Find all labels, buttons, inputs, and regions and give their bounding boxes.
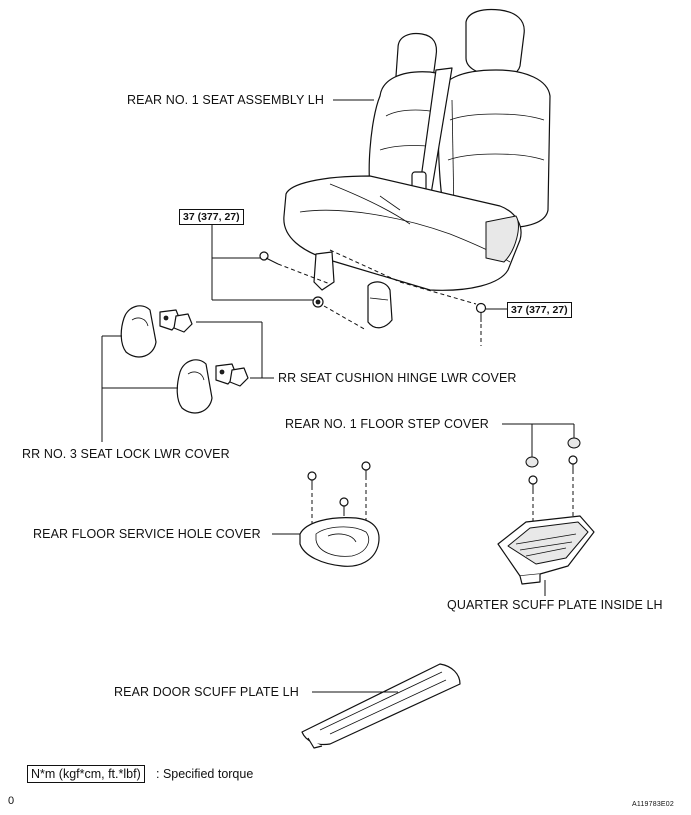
torque-right-box: 37 (377, 27)	[507, 302, 572, 318]
service-hole-cover-drawing	[299, 517, 380, 567]
hinge-cover-lower	[215, 363, 249, 387]
clip-icon	[525, 437, 581, 468]
seat-lock-lwr-cover-lower	[176, 359, 213, 414]
screw-icon	[307, 461, 371, 512]
cover-bracket-lines	[101, 321, 274, 442]
door-scuff-label: REAR DOOR SCUFF PLATE LH	[114, 685, 299, 699]
quarter-scuff-plate-drawing	[497, 515, 595, 585]
bolt-icon	[312, 296, 324, 308]
screw-icon	[528, 455, 578, 490]
seat-assembly-label: REAR NO. 1 SEAT ASSEMBLY LH	[127, 93, 324, 107]
bolt-icon	[475, 302, 487, 322]
seat-assembly-drawing	[283, 8, 551, 329]
seat-lock-lwr-cover-upper	[120, 305, 157, 358]
hinge-cover-upper	[159, 309, 193, 333]
legend-description: : Specified torque	[156, 767, 254, 781]
door-scuff-plate-drawing	[301, 663, 461, 749]
quarter-scuff-label: QUARTER SCUFF PLATE INSIDE LH	[447, 598, 663, 612]
page-number: 0	[8, 795, 15, 807]
floor-step-cover-bracket	[502, 423, 575, 458]
legend-unit-box: N*m (kgf*cm, ft.*lbf)	[27, 765, 145, 783]
floor-step-cover-label: REAR NO. 1 FLOOR STEP COVER	[285, 417, 489, 431]
bolt-icon	[259, 251, 279, 265]
service-hole-cover-label: REAR FLOOR SERVICE HOLE COVER	[33, 527, 261, 541]
hinge-cover-label: RR SEAT CUSHION HINGE LWR COVER	[278, 371, 517, 385]
torque-left-callout	[211, 224, 314, 301]
seat-lock-cover-label: RR NO. 3 SEAT LOCK LWR COVER	[22, 447, 230, 461]
torque-left-box: 37 (377, 27)	[179, 209, 244, 225]
figure-id: A119783E02	[632, 801, 674, 808]
